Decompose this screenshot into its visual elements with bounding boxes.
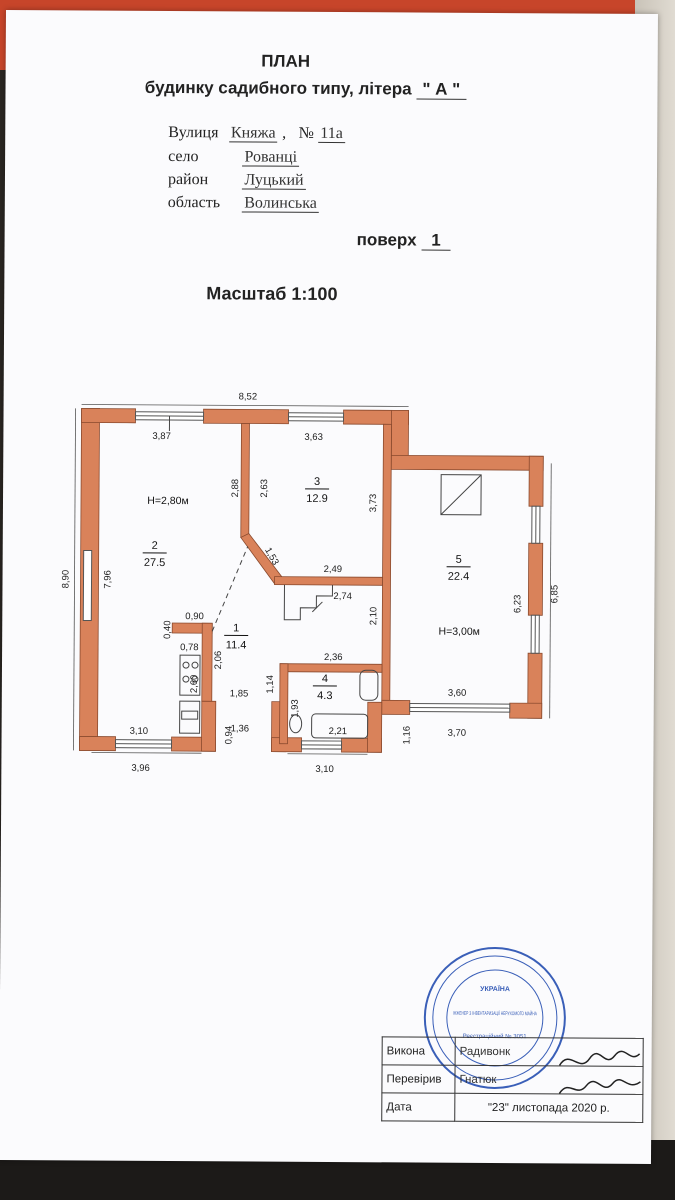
dim-3-63: 3,63 [304,432,323,443]
room-3-area: 12.9 [306,493,327,505]
dim-0-90: 0,90 [185,611,204,622]
dim-1-36: 1,36 [231,723,250,734]
dim-3-87: 3,87 [152,431,171,442]
room-5-number: 5 [456,554,462,566]
dim-2-36: 2,36 [324,652,343,663]
dim-1-16: 1,16 [402,726,413,745]
room-5-height: H=3,00м [438,626,479,638]
room-1-number: 1 [233,622,239,634]
dim-2-10: 2,10 [368,607,379,626]
dim-2-63: 2,63 [259,479,270,498]
dim-1-93: 1,93 [290,699,301,718]
stamp-reg: Реєстраційний № 3051 [463,1033,528,1040]
dim-3-60: 3,60 [448,688,467,699]
room-1-area: 11.4 [226,639,247,651]
room-2-height: H=2,80м [147,495,188,507]
dim-overall-height: 8,90 [60,570,71,589]
dim-0-40: 0,40 [162,620,173,639]
dim-1-14: 1,14 [265,675,276,694]
room-5-area: 22.4 [448,571,469,583]
dim-2-74: 2,74 [333,591,352,602]
stamp-top: УКРАЇНА [480,985,510,993]
dim-overall-width: 8,52 [239,391,258,402]
executed-label: Викона [382,1036,456,1066]
dim-3-73: 3,73 [368,494,379,513]
document-sheet: ПЛАН будинку садибного типу, літера " А … [0,10,658,1164]
official-stamp: УКРАЇНА ІНЖЕНЕР З ІНВЕНТАРИЗАЦІЇ НЕРУХОМ… [423,947,566,1090]
dim-2-21: 2,21 [329,726,348,737]
floor-plan: 8,52 8,90 3,87 3,63 2,88 2,63 3,73 7,96 … [60,391,560,775]
dim-3-10-b: 3,10 [315,764,334,775]
dim-3-96: 3,96 [131,763,150,774]
dim-7-96: 7,96 [102,570,113,589]
dim-3-70: 3,70 [448,728,467,739]
dim-2-06: 2,06 [213,651,224,670]
dim-2-49: 2,49 [324,564,343,575]
room-4-number: 4 [322,673,328,685]
dim-0-78: 0,78 [180,642,199,653]
handwritten-signatures [558,1050,641,1094]
dim-6-85: 6,85 [549,585,560,604]
room-4-area: 4.3 [317,690,332,702]
checked-label: Перевірив [381,1064,456,1094]
dim-6-23: 6,23 [512,595,523,614]
room-2-area: 27.5 [144,557,165,569]
dim-3-10-a: 3,10 [130,726,149,737]
dim-1-85: 1,85 [230,688,249,699]
dim-0-94: 0,94 [224,726,235,745]
dim-2-88: 2,88 [230,479,241,498]
date-label: Дата [381,1092,455,1122]
dim-2-60: 2,60 [189,675,200,694]
room-3-number: 3 [314,476,320,488]
dimension-lines [73,404,552,755]
room-2-number: 2 [152,540,158,552]
stamp-text: ІНЖЕНЕР З ІНВЕНТАРИЗАЦІЇ НЕРУХОМОГО МАЙН… [453,1009,537,1018]
walls [79,408,544,753]
interior-details [168,416,482,739]
